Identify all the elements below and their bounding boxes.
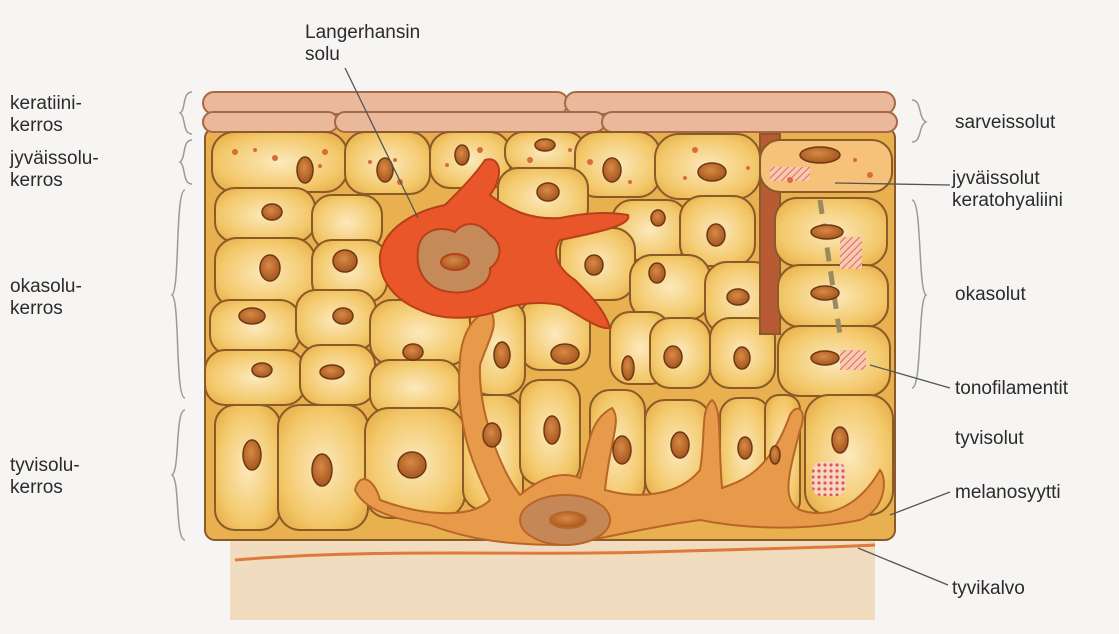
label-granular-line2: kerros <box>10 170 99 192</box>
label-spinous-layer: okasolu- kerros <box>10 276 82 320</box>
label-basal-line2: kerros <box>10 477 80 499</box>
label-langerhans-line2: solu <box>305 44 420 66</box>
label-basement-membrane: tyvikalvo <box>952 578 1025 600</box>
label-spinous-line2: kerros <box>10 298 82 320</box>
label-basal-line1: tyvisolu- <box>10 455 80 477</box>
label-keratin-line1: keratiini- <box>10 93 82 115</box>
label-spinous-cells: okasolut <box>955 284 1026 306</box>
label-granular-layer: jyväissolu- kerros <box>10 148 99 192</box>
horny-layer <box>203 92 897 132</box>
label-basal-layer: tyvisolu- kerros <box>10 455 80 499</box>
label-basal-cells: tyvisolut <box>955 428 1024 450</box>
label-langerhans-cell: Langerhansin solu <box>305 22 420 66</box>
label-horny-cells: sarveissolut <box>955 112 1055 134</box>
label-tonofilaments: tonofilamentit <box>955 378 1068 400</box>
label-granular-cells: jyväissolut keratohyaliini <box>952 168 1063 212</box>
label-spinous-line1: okasolu- <box>10 276 82 298</box>
label-keratin-layer: keratiini- kerros <box>10 93 82 137</box>
left-brackets <box>172 92 192 540</box>
label-keratohyalin: keratohyaliini <box>952 190 1063 212</box>
label-melanocyte: melanosyytti <box>955 482 1061 504</box>
right-brackets <box>912 100 926 388</box>
label-langerhans-line1: Langerhansin <box>305 22 420 44</box>
label-keratin-line2: kerros <box>10 115 82 137</box>
label-granular-cells-line1: jyväissolut <box>952 168 1063 190</box>
label-granular-line1: jyväissolu- <box>10 148 99 170</box>
